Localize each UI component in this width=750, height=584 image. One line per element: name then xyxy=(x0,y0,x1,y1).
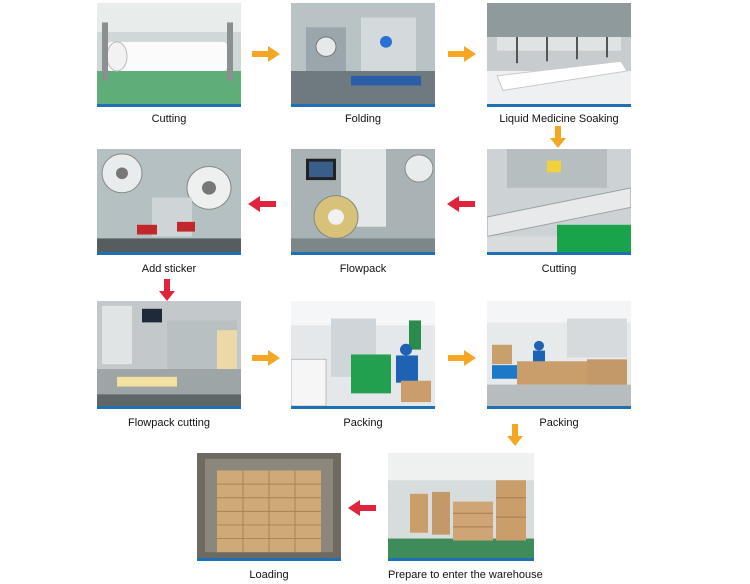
arrow-right-icon xyxy=(252,350,280,366)
step-packing-2: Packing xyxy=(487,301,631,431)
arrow-left-icon xyxy=(348,500,376,516)
step-packing-1: Packing xyxy=(291,301,435,431)
folding-photo xyxy=(291,3,435,107)
step-liquid-medicine-soaking: Liquid Medicine Soaking xyxy=(487,3,631,131)
step-label: Prepare to enter the warehouse xyxy=(388,569,538,581)
arrow-right-icon xyxy=(448,46,476,62)
arrow-left-icon xyxy=(447,196,475,212)
step-flowpack-cutting: Flowpack cutting xyxy=(97,301,241,431)
step-label: Loading xyxy=(197,569,341,581)
cutting-photo xyxy=(97,3,241,107)
soaking-photo xyxy=(487,3,631,107)
flowpack-cutting-photo xyxy=(97,301,241,409)
step-label: Packing xyxy=(291,417,435,429)
step-folding: Folding xyxy=(291,3,435,131)
packing-1-photo xyxy=(291,301,435,409)
add-sticker-photo xyxy=(97,149,241,255)
step-add-sticker: Add sticker xyxy=(97,149,241,277)
step-label: Folding xyxy=(291,113,435,125)
step-prepare-warehouse: Prepare to enter the warehouse xyxy=(388,453,538,584)
step-flowpack: Flowpack xyxy=(291,149,435,277)
packing-2-photo xyxy=(487,301,631,409)
step-cutting-2: Cutting xyxy=(487,149,631,277)
warehouse-photo xyxy=(388,453,534,561)
step-cutting-1: Cutting xyxy=(97,3,241,131)
step-label: Cutting xyxy=(97,113,241,125)
arrow-down-icon xyxy=(507,424,523,446)
step-label: Flowpack cutting xyxy=(97,417,241,429)
step-label: Flowpack xyxy=(291,263,435,275)
arrow-left-icon xyxy=(248,196,276,212)
step-label: Liquid Medicine Soaking xyxy=(487,113,631,125)
arrow-down-icon xyxy=(550,126,566,148)
cutting-2-photo xyxy=(487,149,631,255)
flowpack-photo xyxy=(291,149,435,255)
step-label: Cutting xyxy=(487,263,631,275)
step-loading: Loading xyxy=(197,453,341,584)
step-label: Add sticker xyxy=(97,263,241,275)
arrow-right-icon xyxy=(252,46,280,62)
arrow-down-red-icon xyxy=(159,279,175,301)
arrow-right-icon xyxy=(448,350,476,366)
loading-photo xyxy=(197,453,341,561)
